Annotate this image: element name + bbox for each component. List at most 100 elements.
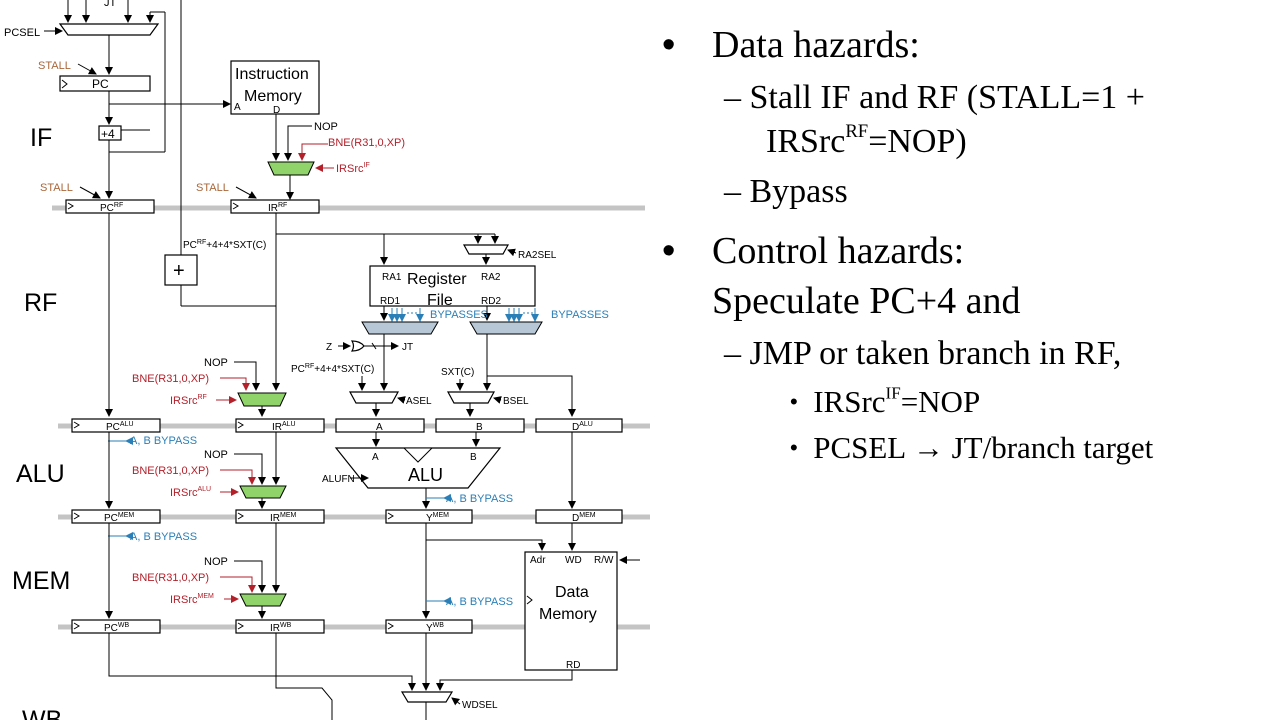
pc-mem-label: PCMEM	[104, 512, 134, 524]
alu-a-input-label: A	[372, 452, 379, 463]
irsrc-if-mux	[267, 161, 315, 176]
stage-label-if: IF	[30, 124, 52, 152]
wdsel-label: WDSEL	[462, 700, 498, 711]
jt-label: JT	[402, 342, 413, 353]
imem-d-port: D	[273, 105, 280, 116]
ra1-label: RA1	[382, 272, 402, 283]
pc-register	[59, 75, 151, 92]
sub-bullet-stall: – Stall IF and RF (STALL=1 +	[724, 79, 1145, 116]
d-alu-label: DALU	[572, 421, 593, 433]
ir-alu-register	[235, 418, 325, 433]
stage-label-rf: RF	[24, 289, 57, 317]
rw-label: R/W	[594, 555, 614, 566]
ir-mem-label: IRMEM	[270, 512, 297, 524]
alu-b-input-label: B	[470, 452, 477, 463]
pipeline-datapath-diagram: IF RF ALU MEM WB JT PCSEL STALL PC +4 In…	[4, 0, 650, 720]
data-memory	[524, 551, 618, 671]
asel-in-label: PCRF+4+4*SXT(C)	[291, 363, 374, 375]
imem-label-1: Instruction	[235, 66, 309, 83]
pcsel-label: PCSEL	[4, 27, 40, 39]
irsrc-if-label: IRSrcIF	[336, 162, 370, 175]
data-hazards-text: Data hazards:	[712, 24, 920, 66]
stage-label-wb: WB	[22, 706, 62, 720]
imem-a-port: A	[234, 102, 241, 113]
bypass-mux-a	[361, 321, 439, 335]
sub-sub-bullet-irsrc: • IRSrcIF=NOP	[790, 383, 981, 419]
instruction-memory	[230, 60, 320, 115]
nop-alu-label: NOP	[204, 449, 228, 461]
sub-bullet-jmp: – JMP or taken branch in RF,	[724, 335, 1122, 372]
ra2sel-label: RA2SEL	[518, 250, 557, 261]
pc-register-label: PC	[92, 77, 109, 91]
imem-label-2: Memory	[244, 88, 302, 105]
bne-alu-label: BNE(R31,0,XP)	[132, 465, 209, 477]
ra2sel-mux	[462, 244, 510, 255]
irsrc-rf-mux	[237, 392, 287, 407]
sub-bullet-bypass: – Bypass	[724, 173, 848, 210]
d-mem-label: DMEM	[572, 512, 596, 524]
wd-label: WD	[565, 555, 582, 566]
ab-bypass-label-2: A, B BYPASS	[446, 493, 513, 505]
irsrc-mem-mux	[239, 593, 287, 607]
a-register	[335, 418, 425, 433]
d-alu-register	[535, 418, 623, 433]
jt-top-label: JT	[104, 0, 117, 9]
stall-ir-rf-label: STALL	[196, 182, 229, 194]
sub-bullet-stall-line2: IRSrcRF=NOP)	[766, 121, 967, 160]
sub-sub-bullet-pcsel: • PCSEL → JT/branch target	[790, 430, 1154, 465]
asel-label: ASEL	[406, 396, 432, 407]
ir-wb-label: IRWB	[270, 622, 292, 634]
rd2-label: RD2	[481, 296, 501, 307]
bsel-label: BSEL	[503, 396, 529, 407]
nop-if-label: NOP	[314, 121, 338, 133]
branch-adder-label: +	[173, 260, 185, 282]
pcsel-mux	[58, 23, 160, 36]
y-wb-register	[385, 619, 473, 634]
stall-pc-label: STALL	[38, 60, 71, 72]
stall-pc-rf-label: STALL	[40, 182, 73, 194]
ab-bypass-label-3: A, B BYPASS	[130, 531, 197, 543]
regfile-label-2: File	[427, 292, 453, 309]
plus4-incrementer	[98, 125, 122, 141]
pc-rf-register	[65, 199, 155, 214]
bne-if-label: BNE(R31,0,XP)	[328, 137, 405, 149]
adr-label: Adr	[530, 555, 546, 566]
bullet-dot: •	[662, 230, 676, 272]
b-register	[435, 418, 525, 433]
ra2-label: RA2	[481, 272, 501, 283]
ab-bypass-label-4: A, B BYPASS	[446, 596, 513, 608]
bypass-mux-b	[469, 321, 543, 335]
alu-label: ALU	[408, 465, 443, 485]
y-mem-register	[385, 509, 473, 524]
a-register-label: A	[376, 422, 383, 433]
z-label: Z	[326, 342, 332, 353]
bne-mem-label: BNE(R31,0,XP)	[132, 572, 209, 584]
d-mem-register	[535, 509, 623, 524]
irsrc-mem-label: IRSrcMEM	[170, 593, 214, 606]
nop-mem-label: NOP	[204, 556, 228, 568]
pc-wb-label: PCWB	[104, 622, 130, 634]
bypass-arrows-a	[388, 308, 424, 322]
alufn-label: ALUFN	[322, 474, 355, 485]
bsel-mux	[446, 391, 496, 404]
bullet-list: • Data hazards: – Stall IF and RF (STALL…	[660, 0, 1280, 720]
dmem-label-2: Memory	[539, 606, 597, 623]
nop-rf-label: NOP	[204, 357, 228, 369]
y-mem-label: YMEM	[426, 512, 449, 524]
regfile-label-1: Register	[407, 271, 467, 288]
wdsel-mux	[400, 691, 454, 703]
ab-bypass-label-1: A, B BYPASS	[130, 435, 197, 447]
pc-rf-label: PCRF	[100, 202, 123, 214]
ir-mem-register	[235, 509, 325, 524]
bne-rf-label: BNE(R31,0,XP)	[132, 373, 209, 385]
ir-rf-register	[230, 199, 320, 214]
pc-alu-label: PCALU	[106, 421, 134, 433]
rd1-label: RD1	[380, 296, 400, 307]
bypasses-label-a: BYPASSES	[430, 309, 488, 321]
ir-wb-register	[235, 619, 325, 634]
ir-rf-label: IRRF	[268, 202, 287, 214]
asel-mux	[348, 391, 400, 404]
bypasses-label-b: BYPASSES	[551, 309, 609, 321]
stage-label-alu: ALU	[16, 460, 65, 488]
pc-wb-register	[71, 619, 161, 634]
